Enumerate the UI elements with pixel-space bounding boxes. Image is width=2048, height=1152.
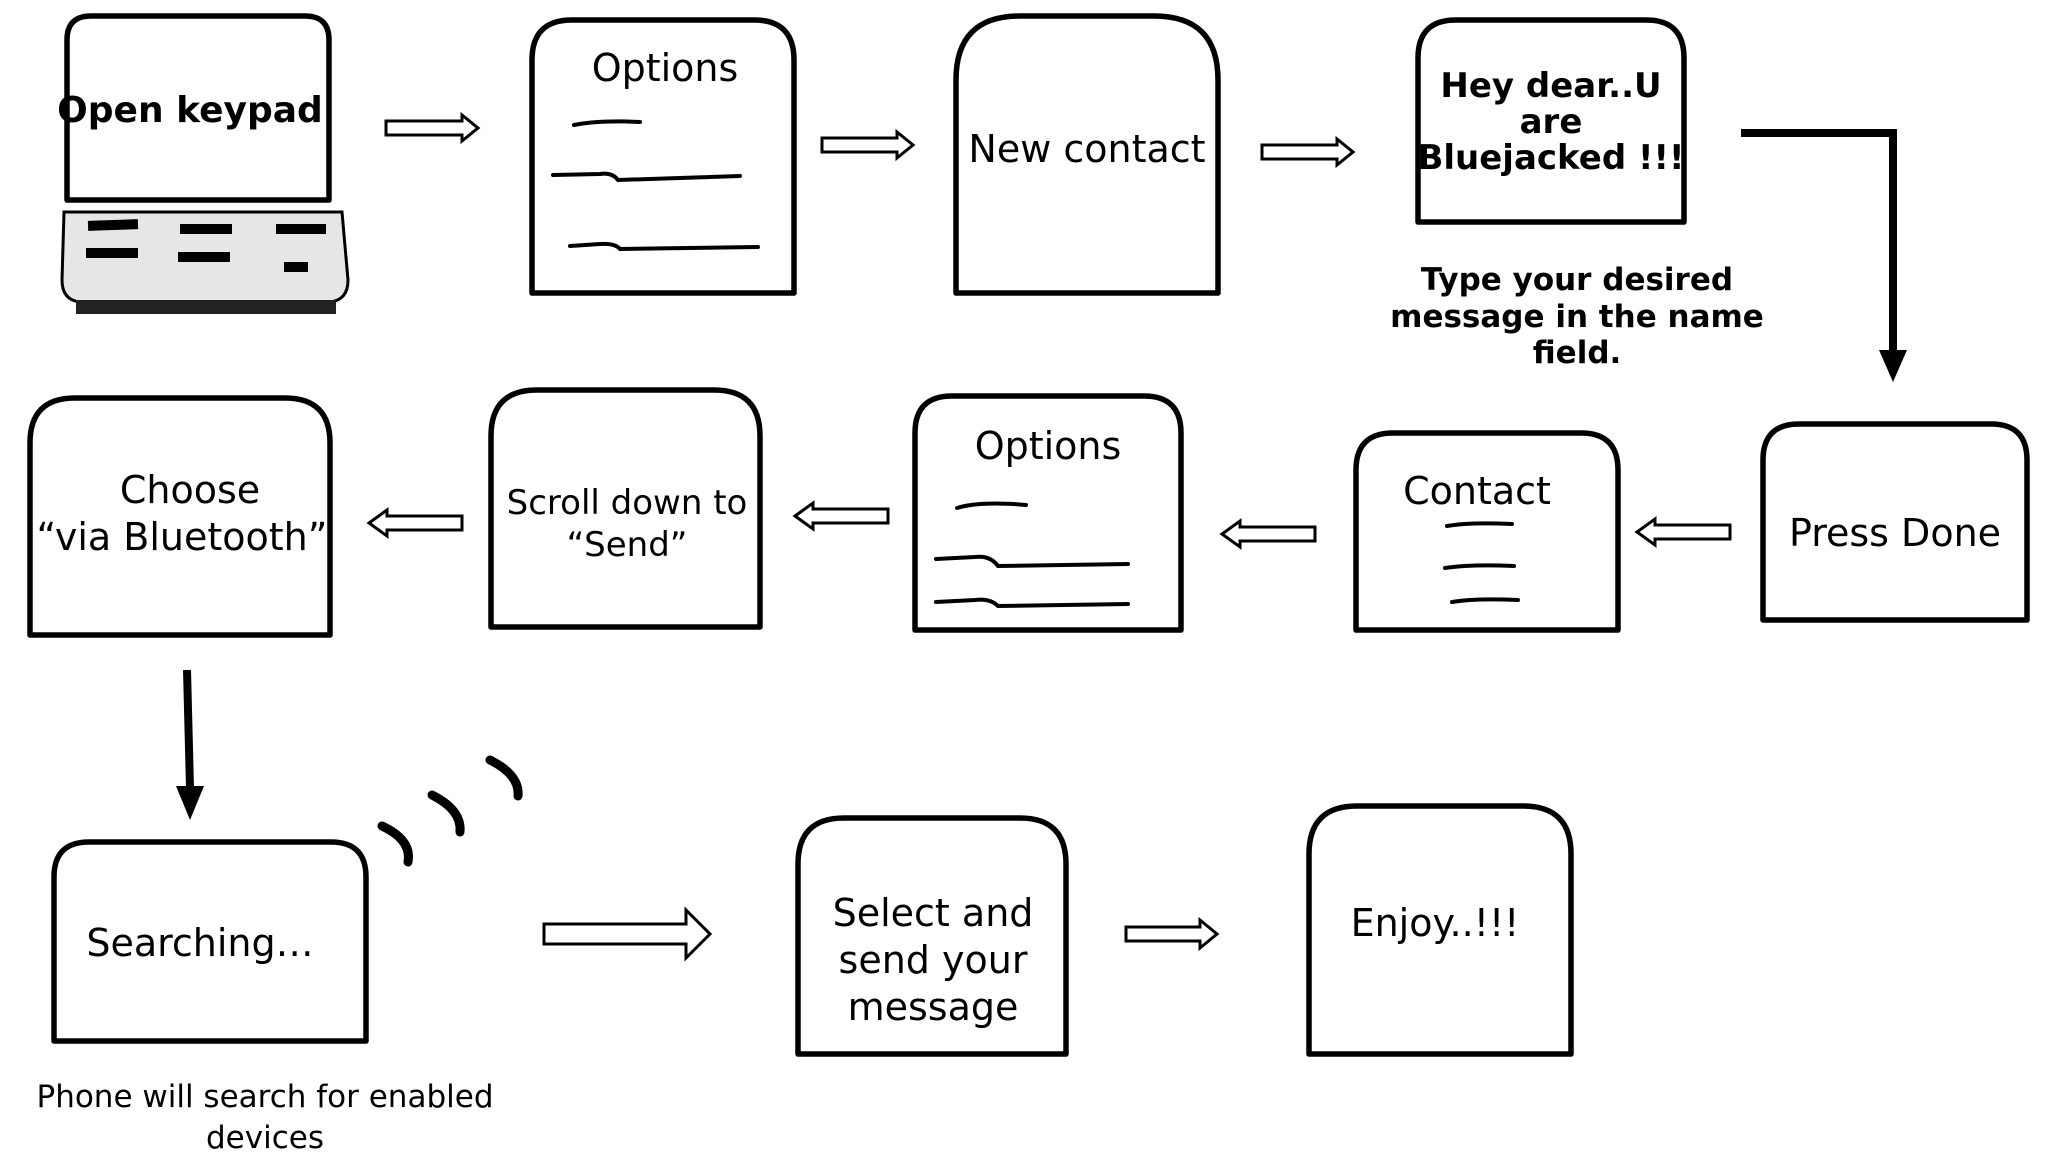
contact-label: Contact	[1403, 469, 1551, 513]
step-scroll-send: Scroll down to “Send”	[488, 387, 763, 630]
keypad-icon	[60, 210, 350, 314]
select-send-line-2: send your	[839, 938, 1028, 982]
arrow-new-contact-to-message	[1260, 135, 1356, 169]
contact-line-1	[1445, 521, 1514, 528]
message-line-2: are	[1520, 102, 1583, 142]
message-box	[1415, 17, 1687, 225]
choose-bluetooth-line-2: “via Bluetooth”	[37, 515, 328, 559]
signal-waves-icon	[377, 755, 523, 867]
press-done-box	[1760, 421, 2030, 623]
step-options-2: Options	[912, 393, 1184, 633]
type-message-line-1: Type your desired	[1421, 262, 1733, 298]
arrow-scroll-to-choose	[366, 507, 464, 539]
step-message: Hey dear..U are Bluejacked !!!	[1415, 17, 1687, 225]
options-1-line-1	[572, 119, 642, 127]
arrow-options-to-scroll	[792, 500, 890, 532]
step-choose-bluetooth: Choose “via Bluetooth”	[27, 395, 333, 638]
step-searching: Searching…	[51, 839, 369, 1044]
step-new-contact: New contact	[953, 13, 1221, 296]
step-enjoy: Enjoy..!!!	[1306, 803, 1574, 1057]
enjoy-box	[1306, 803, 1574, 1057]
arrow-searching-to-select	[542, 906, 713, 962]
options-2-line-1	[955, 501, 1028, 510]
options-1-label: Options	[592, 46, 739, 90]
choose-bluetooth-box	[27, 395, 333, 638]
step-select-send: Select and send your message	[795, 815, 1069, 1057]
arrow-select-to-enjoy	[1124, 916, 1220, 952]
new-contact-label: New contact	[968, 127, 1205, 171]
message-line-3: Bluejacked !!!	[1417, 138, 1684, 178]
caption-phone-search: Phone will search for enabled devices	[37, 1079, 494, 1152]
open-keypad-label: Open keypad	[57, 90, 323, 131]
message-line-1: Hey dear..U	[1440, 66, 1661, 106]
options-1-line-3	[568, 241, 760, 252]
new-contact-box	[953, 13, 1221, 296]
arrow-press-done-to-contact	[1634, 516, 1732, 548]
phone-search-line-2: devices	[206, 1120, 324, 1152]
contact-line-3	[1450, 597, 1520, 604]
open-keypad-box	[64, 13, 332, 203]
step-press-done: Press Done	[1760, 421, 2030, 623]
step-open-keypad: Open keypad	[57, 13, 350, 314]
options-2-box	[912, 393, 1184, 633]
enjoy-label: Enjoy..!!!	[1351, 901, 1520, 945]
options-1-box	[529, 17, 797, 296]
type-message-line-3: field.	[1533, 335, 1622, 371]
type-message-line-2: message in the name	[1390, 299, 1764, 335]
options-2-line-2	[934, 554, 1130, 569]
select-send-box	[795, 815, 1069, 1057]
press-done-label: Press Done	[1789, 511, 2001, 555]
phone-search-line-1: Phone will search for enabled	[37, 1079, 494, 1115]
arrow-keypad-to-options	[384, 111, 481, 145]
arrow-message-to-press-done	[1741, 129, 1907, 382]
options-2-line-3	[934, 597, 1130, 609]
arrow-contact-to-options	[1219, 518, 1317, 550]
searching-box	[51, 839, 369, 1044]
arrow-choose-to-searching	[176, 669, 204, 820]
select-send-line-3: message	[848, 985, 1019, 1029]
caption-type-message: Type your desired message in the name fi…	[1390, 262, 1764, 371]
options-1-line-2	[551, 171, 742, 183]
scroll-send-line-2: “Send”	[567, 525, 688, 565]
select-send-line-1: Select and	[833, 891, 1034, 935]
choose-bluetooth-line-1: Choose	[120, 468, 260, 512]
scroll-send-line-1: Scroll down to	[507, 483, 748, 523]
step-contact: Contact	[1353, 430, 1621, 633]
step-options-1: Options	[529, 17, 797, 296]
scroll-send-box	[488, 387, 763, 630]
arrow-options-to-new-contact	[820, 128, 916, 162]
options-2-label: Options	[975, 424, 1122, 468]
contact-box	[1353, 430, 1621, 633]
searching-label: Searching…	[86, 921, 313, 965]
contact-line-2	[1443, 563, 1516, 570]
